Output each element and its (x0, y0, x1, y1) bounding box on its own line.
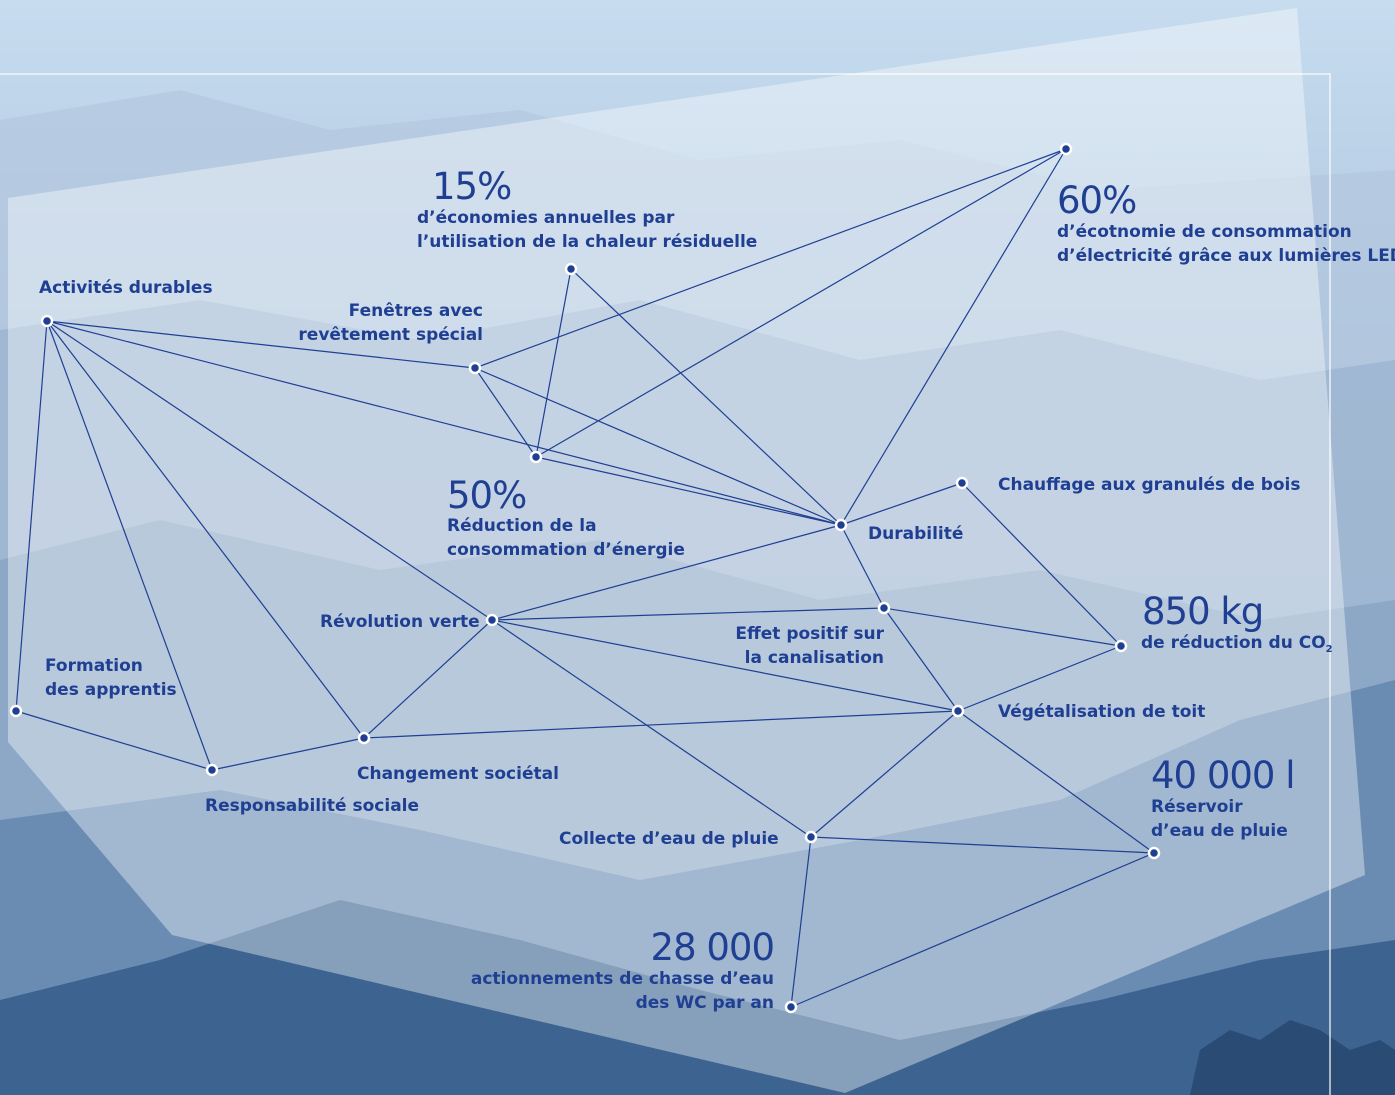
edge-revol-collecte (491, 619, 812, 838)
stat-15-line2: l’utilisation de la chaleur résiduelle (417, 232, 758, 252)
stat-40000-caption: Réservoir d’eau de pluie (1151, 795, 1288, 843)
node-reservoir (1147, 846, 1161, 860)
stat-50-line2: consommation d’énergie (447, 540, 685, 560)
stat-60-line2: d’électricité grâce aux lumières LED (1057, 246, 1395, 266)
label-effet-line1: Effet positif sur (735, 624, 884, 644)
node-collecte (804, 830, 818, 844)
edge-effet-veget (883, 607, 959, 712)
edge-collecte-wc (790, 836, 812, 1008)
label-fenetres: Fenêtres avec revêtement spécial (283, 299, 483, 347)
stat-60-caption: d’écotnomie de consommation d’électricit… (1057, 220, 1395, 268)
node-chauff (955, 476, 969, 490)
node-wc (784, 1000, 798, 1014)
node-form (9, 704, 23, 718)
label-fenetres-line2: revêtement spécial (298, 325, 483, 345)
edge-veget-collecte (810, 710, 959, 838)
edge-activites-fenetres (46, 320, 476, 369)
translucent-panel (8, 8, 1365, 1093)
label-effet-line2: la canalisation (744, 648, 884, 668)
edge-revol-effet (491, 607, 885, 621)
edge-fenetres-durab (474, 367, 842, 526)
stat-850-subscript: 2 (1325, 644, 1333, 655)
edge-fenetres-energy (474, 367, 537, 458)
edge-wc-reservoir (790, 852, 1155, 1008)
stat-15-value: 15% (432, 165, 512, 208)
edge-activites-resp (46, 320, 213, 771)
edge-revol-veget (491, 619, 959, 712)
stat-50-caption: Réduction de la consommation d’énergie (447, 514, 685, 562)
edge-durab-chauff (840, 482, 963, 526)
label-formation: Formation des apprentis (45, 654, 177, 702)
stat-60-value: 60% (1057, 179, 1137, 222)
stat-50-value: 50% (447, 474, 527, 517)
stat-60-line1: d’écotnomie de consommation (1057, 222, 1352, 242)
label-revolution-verte: Révolution verte (320, 612, 480, 632)
edge-activites-chang (46, 320, 365, 739)
stat-28000-line1: actionnements de chasse d’eau (470, 969, 774, 989)
stat-850-text: de réduction du CO (1141, 633, 1326, 653)
node-energy (529, 450, 543, 464)
stat-40000-line2: d’eau de pluie (1151, 821, 1288, 841)
stat-28000-line2: des WC par an (635, 993, 774, 1013)
stat-15-line1: d’économies annuelles par (417, 208, 675, 228)
stat-50-line1: Réduction de la (447, 516, 597, 536)
label-fenetres-line1: Fenêtres avec (348, 301, 483, 321)
label-formation-line1: Formation (45, 656, 143, 676)
edge-resp-form (15, 710, 213, 771)
node-co2 (1114, 639, 1128, 653)
edge-fenetres-led (474, 148, 1067, 369)
label-effet-positif: Effet positif sur la canalisation (684, 622, 884, 670)
node-heat (564, 262, 578, 276)
edge-heat-energy (535, 268, 572, 458)
label-changement-societal: Changement sociétal (357, 764, 559, 784)
label-durabilite: Durabilité (868, 524, 964, 544)
node-effet (877, 601, 891, 615)
edge-activites-revol (46, 320, 493, 621)
node-resp (205, 763, 219, 777)
node-chang (357, 731, 371, 745)
node-fenetres (468, 361, 482, 375)
node-veget (951, 704, 965, 718)
label-activites-durables: Activités durables (39, 278, 213, 298)
edge-activites-form (15, 320, 48, 712)
node-dots (9, 142, 1161, 1014)
stat-15-caption: d’économies annuelles par l’utilisation … (417, 206, 757, 254)
stat-850-value: 850 kg (1142, 590, 1264, 633)
edge-co2-veget (957, 645, 1122, 712)
stat-40000-value: 40 000 l (1151, 754, 1296, 797)
label-collecte: Collecte d’eau de pluie (559, 829, 779, 849)
edge-veget-reservoir (957, 710, 1155, 854)
edge-chauff-co2 (961, 482, 1122, 647)
edge-revol-chang (363, 619, 493, 739)
label-chauffage: Chauffage aux granulés de bois (998, 475, 1301, 495)
edge-heat-durab (570, 268, 842, 526)
edge-collecte-reservoir (810, 836, 1155, 854)
node-led (1059, 142, 1073, 156)
edge-activites-durab (46, 320, 842, 526)
frame-outline (0, 73, 1331, 1095)
connection-lines (15, 148, 1155, 1008)
edge-led-durab (840, 148, 1067, 526)
label-responsabilite-sociale: Responsabilité sociale (205, 796, 420, 816)
edge-effet-co2 (883, 607, 1122, 647)
edge-chang-resp (211, 737, 365, 771)
stat-40000-line1: Réservoir (1151, 797, 1243, 817)
node-activites (40, 314, 54, 328)
edge-durab-revol (491, 524, 842, 621)
edge-veget-chang (363, 710, 959, 739)
stat-28000-caption: actionnements de chasse d’eau des WC par… (424, 967, 774, 1015)
edge-energy-led (535, 148, 1067, 458)
node-revol (485, 613, 499, 627)
node-durab (834, 518, 848, 532)
edge-energy-durab (535, 456, 842, 526)
stat-850-caption: de réduction du CO2 (1141, 631, 1333, 658)
stat-28000-value: 28 000 (650, 926, 775, 969)
edge-durab-effet (840, 524, 885, 609)
label-formation-line2: des apprentis (45, 680, 177, 700)
label-vegetalisation: Végétalisation de toit (998, 702, 1206, 722)
